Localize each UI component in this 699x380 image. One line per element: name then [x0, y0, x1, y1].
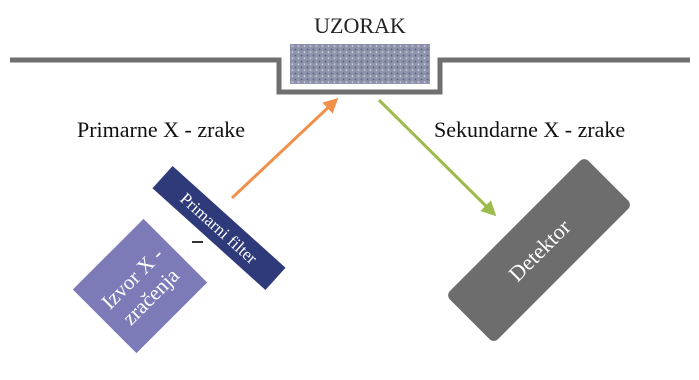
detector: Detektor [448, 159, 630, 341]
primary-beam-arrow [230, 97, 339, 200]
sample-chamber-wall [10, 57, 690, 95]
secondary-beam-label: Sekundarne X - zrake [434, 117, 625, 142]
primary-beam-label: Primarne X - zrake [77, 117, 245, 142]
secondary-beam-arrow [377, 98, 497, 217]
filter-label: Primarni filter [176, 189, 261, 268]
sample-label: UZORAK [314, 13, 406, 38]
xray-source: Izvor X - zračenja [72, 218, 208, 354]
sample-block [290, 44, 430, 84]
